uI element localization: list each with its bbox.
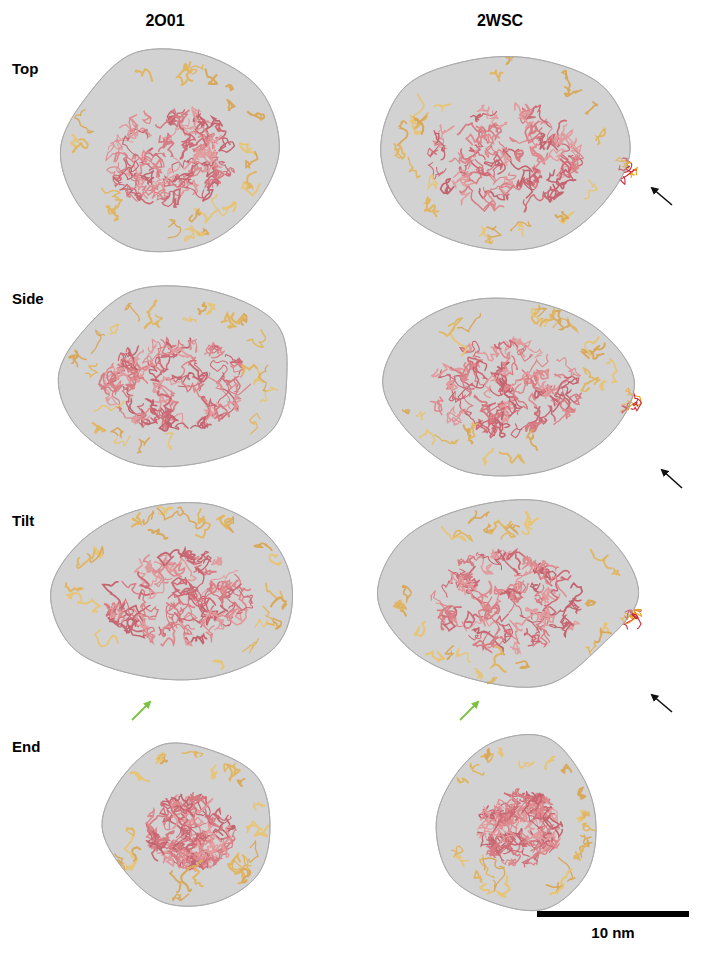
structure-panel bbox=[383, 298, 642, 476]
density-envelope bbox=[383, 298, 635, 476]
structure-panel bbox=[436, 735, 596, 911]
envelope-surface bbox=[102, 743, 270, 906]
column-header: 2WSC bbox=[477, 12, 523, 29]
panel-group bbox=[51, 49, 642, 911]
label-holder: Tilt bbox=[12, 512, 34, 530]
column-header: 2O01 bbox=[145, 12, 184, 29]
pointer-arrow bbox=[662, 470, 682, 488]
density-envelope bbox=[378, 500, 639, 688]
density-envelope bbox=[60, 49, 279, 252]
label-holder: Top bbox=[12, 60, 38, 78]
row-label: Tilt bbox=[12, 512, 34, 529]
structure-panel bbox=[60, 49, 279, 252]
pointer-arrow bbox=[460, 702, 478, 720]
rna-backbone bbox=[633, 400, 638, 407]
envelope-surface bbox=[378, 500, 639, 688]
envelope-surface bbox=[381, 57, 630, 251]
structure-panel bbox=[378, 500, 642, 688]
density-envelope bbox=[381, 57, 630, 251]
label-holder: 2O01 bbox=[145, 12, 184, 30]
density-envelope bbox=[102, 743, 270, 906]
pointer-arrow bbox=[132, 702, 150, 720]
pointer-arrow bbox=[652, 188, 672, 205]
structure-panel bbox=[58, 286, 287, 467]
envelope-surface bbox=[51, 503, 293, 680]
pointer-arrow bbox=[652, 695, 672, 712]
pointer-arrows bbox=[132, 188, 682, 720]
density-envelope bbox=[58, 286, 287, 467]
label-holder: 2WSC bbox=[477, 12, 523, 30]
label-holder: 10 nm bbox=[591, 924, 634, 942]
structure-panel bbox=[51, 503, 293, 680]
label-holder: Side bbox=[12, 290, 44, 308]
envelope-surface bbox=[436, 735, 596, 911]
label-holder: End bbox=[12, 738, 40, 756]
structure-panel bbox=[102, 743, 270, 906]
row-label: Top bbox=[12, 60, 38, 77]
envelope-surface bbox=[58, 286, 287, 467]
row-label: Side bbox=[12, 290, 44, 307]
scale-bar bbox=[537, 911, 689, 917]
envelope-surface bbox=[383, 298, 635, 476]
density-envelope bbox=[436, 735, 596, 911]
envelope-surface bbox=[60, 49, 279, 252]
row-label: End bbox=[12, 738, 40, 755]
structure-panel bbox=[381, 57, 637, 251]
scale-label: 10 nm bbox=[591, 924, 634, 941]
density-envelope bbox=[51, 503, 293, 680]
